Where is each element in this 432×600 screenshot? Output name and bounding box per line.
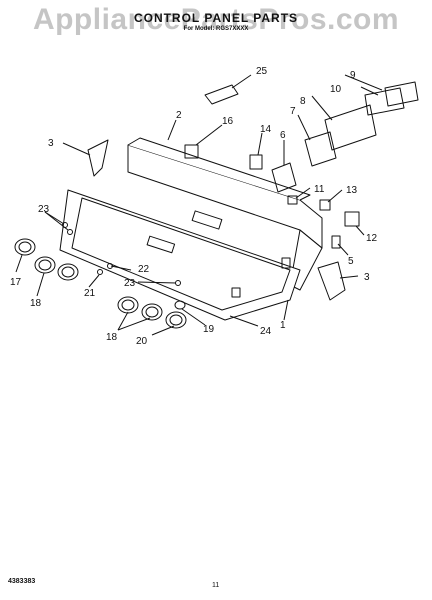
- callout: 18: [30, 298, 42, 309]
- knob-18b: [57, 263, 79, 281]
- callout: 3: [48, 138, 54, 149]
- component-14: [249, 154, 263, 170]
- end-cap-right: [317, 261, 346, 301]
- display-window-2: [146, 235, 176, 254]
- component-5: [331, 235, 341, 249]
- leader-line: [339, 275, 359, 279]
- component-16: [184, 144, 199, 159]
- leader-line: [36, 272, 45, 297]
- leader-line: [360, 86, 379, 96]
- callout: 1: [280, 320, 286, 331]
- trim-strip: [289, 229, 323, 291]
- callout: 5: [348, 256, 354, 267]
- leader-line: [311, 95, 333, 121]
- screw-23b: [67, 229, 73, 235]
- component-6: [271, 162, 297, 193]
- page-title: CONTROL PANEL PARTS: [133, 11, 299, 25]
- knob-20b-inner: [169, 314, 183, 326]
- knob-18b-inner: [61, 266, 75, 278]
- knob-17: [14, 238, 36, 256]
- callout: 22: [138, 264, 150, 275]
- panel-button: [231, 287, 241, 298]
- screw-21: [97, 269, 103, 275]
- leader-line: [344, 74, 383, 91]
- callout: 24: [260, 326, 272, 337]
- leader-line: [257, 132, 263, 156]
- leader-line: [167, 119, 177, 141]
- callout: 6: [280, 130, 286, 141]
- leader-line: [62, 142, 91, 156]
- leader-line: [137, 281, 177, 284]
- leader-line: [151, 325, 175, 336]
- panel-button: [281, 257, 291, 269]
- callout: 10: [330, 84, 342, 95]
- knob-18a: [34, 256, 56, 274]
- component-11: [287, 195, 298, 205]
- document-number: 4383383: [8, 578, 36, 585]
- callout: 19: [203, 324, 215, 335]
- callout: 23: [38, 204, 50, 215]
- leader-line: [283, 299, 289, 321]
- knob-20b: [165, 311, 187, 329]
- callout: 13: [346, 185, 358, 196]
- callout: 8: [300, 96, 306, 107]
- knob-20a-inner: [145, 306, 159, 318]
- callout: 7: [290, 106, 296, 117]
- callout: 25: [256, 66, 268, 77]
- component-25: [204, 84, 239, 105]
- end-cap-left: [87, 139, 109, 177]
- console-panel-top: [127, 137, 311, 201]
- leader-line: [337, 243, 349, 256]
- callout: 23: [124, 278, 136, 289]
- page-subtitle: For Model: RGS7XXXX: [183, 26, 249, 32]
- knob-20a: [141, 303, 163, 321]
- callout: 2: [176, 110, 182, 121]
- callout: 9: [350, 70, 356, 81]
- component-8: [324, 104, 377, 151]
- leader-line: [327, 189, 343, 203]
- front-panel-inner: [71, 197, 291, 311]
- knob-19: [174, 300, 186, 310]
- callout: 21: [84, 288, 96, 299]
- leader-line: [15, 254, 23, 273]
- callout: 12: [366, 233, 378, 244]
- leader-line: [295, 187, 311, 199]
- knob-18a-inner: [38, 259, 52, 271]
- callout: 20: [136, 336, 148, 347]
- callout: 11: [314, 184, 325, 195]
- leader-line: [117, 311, 129, 331]
- leader-line: [297, 114, 311, 141]
- leader-line: [117, 317, 151, 331]
- component-12: [344, 211, 360, 227]
- leader-line: [110, 265, 132, 271]
- callout: 14: [260, 124, 272, 135]
- component-10: [364, 87, 405, 116]
- leader-line: [44, 211, 69, 231]
- callout: 16: [222, 116, 234, 127]
- leader-line: [88, 274, 100, 288]
- component-7: [304, 131, 337, 167]
- component-13: [319, 199, 331, 211]
- leader-line: [195, 124, 223, 146]
- leader-line: [181, 308, 206, 326]
- page-number: 11: [212, 582, 220, 589]
- leader-line: [231, 74, 252, 89]
- knob-17-inner: [18, 241, 32, 253]
- leader-line: [229, 315, 259, 327]
- display-window: [191, 210, 223, 230]
- component-9: [384, 81, 419, 107]
- leader-line: [355, 225, 365, 236]
- callout: 3: [364, 272, 370, 283]
- callout: 17: [10, 277, 22, 288]
- knob-18c: [117, 296, 139, 314]
- knob-18c-inner: [121, 299, 135, 311]
- callout: 18: [106, 332, 118, 343]
